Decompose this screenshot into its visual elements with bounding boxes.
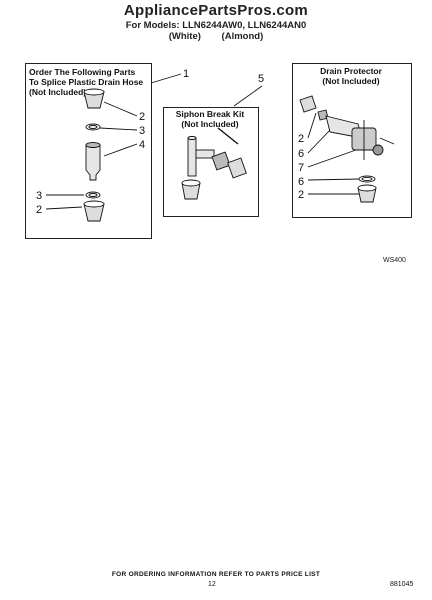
model-list: For Models: LLN6244AW0, LLN6244AN0: [125, 20, 307, 31]
leader-splice-2a: [103, 101, 138, 117]
page-header: AppliancePartsPros.com For Models: LLN62…: [0, 2, 432, 42]
finish-list: (White) (Almond): [168, 31, 264, 42]
drain-protector-parts: [299, 95, 395, 203]
callout-drain-7: 7: [298, 162, 305, 174]
drawing-code: WS400: [383, 257, 406, 264]
drain-protector-frame: [292, 63, 412, 218]
callout-splice-2-lower: 2: [36, 204, 43, 216]
callout-1: 1: [183, 68, 190, 80]
document-number: 881045: [390, 581, 414, 588]
ordering-info: FOR ORDERING INFORMATION REFER TO PARTS …: [111, 571, 321, 578]
siphon-title: Siphon Break Kit (Not Included): [175, 109, 245, 129]
splice-parts-stack: [83, 88, 105, 222]
drain-title: Drain Protector (Not Included): [320, 66, 382, 86]
siphon-break-parts: [181, 127, 247, 200]
callout-splice-3-lower: 3: [36, 190, 43, 202]
siphon-break-kit-frame: [163, 107, 259, 217]
leader-drain-2a: [307, 112, 317, 139]
leader-splice-2b: [45, 206, 83, 210]
callout-drain-6-lower: 6: [298, 176, 305, 188]
callout-drain-6-upper: 6: [298, 148, 305, 160]
callout-splice-3-upper: 3: [139, 125, 146, 137]
callout-splice-2-upper: 2: [139, 111, 146, 123]
callout-splice-4: 4: [139, 139, 146, 151]
callout-drain-2-lower: 2: [298, 189, 305, 201]
leader-drain-6a: [307, 127, 333, 154]
leader-1: [150, 73, 182, 84]
callout-5: 5: [258, 73, 265, 85]
leader-5: [233, 85, 263, 107]
leader-splice-4: [103, 143, 138, 157]
splice-title: Order The Following Parts To Splice Plas…: [29, 67, 144, 97]
leader-drain-6b: [307, 178, 361, 181]
leader-splice-3a: [99, 127, 138, 131]
page-number: 12: [208, 581, 216, 588]
callout-drain-2-upper: 2: [298, 133, 305, 145]
brand-watermark: AppliancePartsPros.com: [123, 2, 309, 19]
splice-parts-frame: [25, 63, 152, 239]
